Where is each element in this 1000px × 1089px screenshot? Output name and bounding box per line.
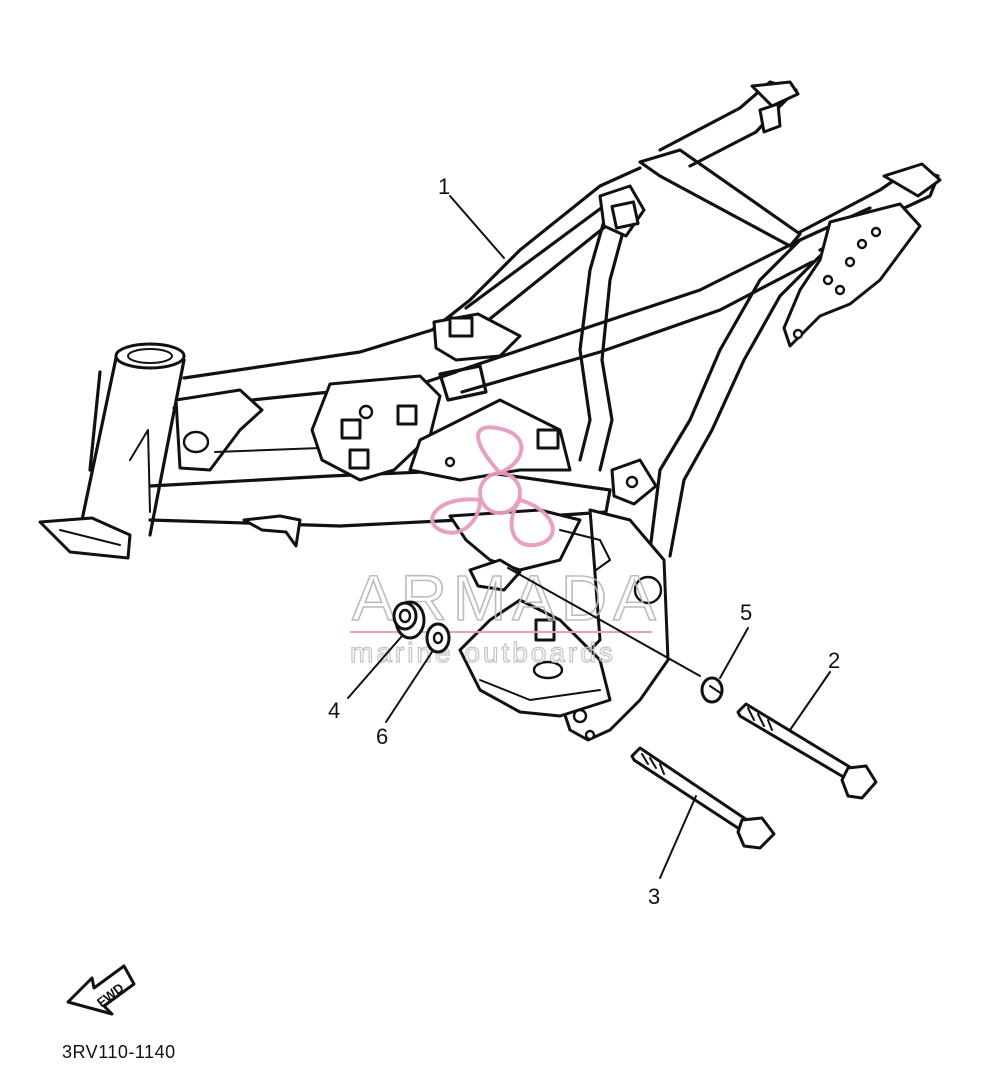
- clip-part: [700, 676, 724, 704]
- callout-5: 5: [719, 600, 752, 679]
- bolt-long-part: [736, 702, 878, 800]
- svg-text:1: 1: [438, 174, 450, 199]
- head-tube: [38, 342, 186, 560]
- rear-upper-rail: [453, 206, 872, 374]
- svg-text:5: 5: [740, 600, 752, 625]
- callout-2: 2: [789, 648, 840, 731]
- motorcycle-frame: [38, 80, 942, 742]
- svg-text:2: 2: [828, 648, 840, 673]
- callout-6: 6: [376, 651, 433, 749]
- main-down-tube-lower: [148, 518, 462, 528]
- callout-3: 3: [648, 795, 697, 909]
- svg-text:3: 3: [648, 884, 660, 909]
- main-down-tube-upper: [148, 468, 612, 492]
- engine-mount-center: [310, 374, 442, 482]
- part-code: 3RV110-1140: [62, 1042, 176, 1062]
- svg-text:6: 6: [376, 724, 388, 749]
- nut-part: [392, 600, 426, 640]
- fwd-arrow-icon: FWD: [66, 964, 136, 1016]
- watermark-tagline: marine outboards: [350, 637, 616, 668]
- callout-1: 1: [438, 174, 505, 259]
- watermark-logo: [430, 425, 555, 548]
- callout-4: 4: [328, 635, 403, 723]
- rear-bracket: [782, 202, 922, 348]
- washer-part: [425, 622, 451, 654]
- bolt-part: [630, 746, 776, 850]
- svg-text:4: 4: [328, 698, 340, 723]
- top-tube-upper: [182, 166, 642, 380]
